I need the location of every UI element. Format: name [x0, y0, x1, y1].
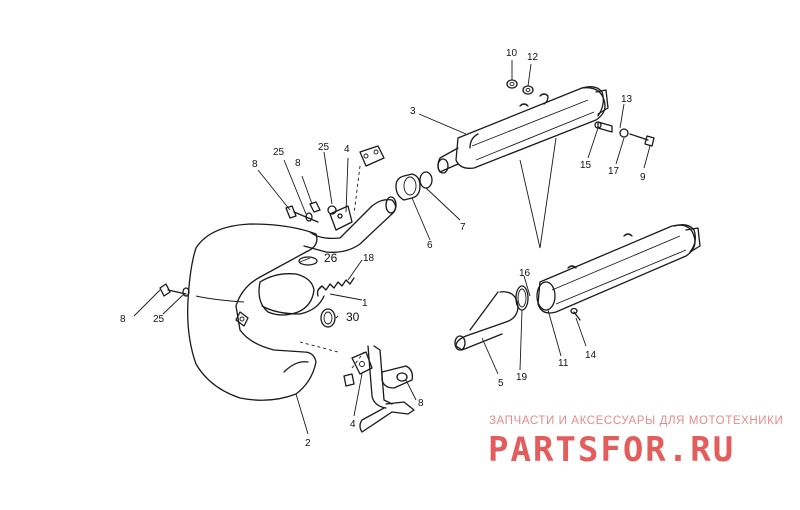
callout-12: 12: [527, 52, 539, 63]
callout-8-upper-middle: 8: [295, 158, 301, 169]
callout-14: 14: [585, 350, 597, 361]
upper-silencer: [437, 86, 609, 174]
callout-30: 30: [346, 310, 360, 324]
callout-18: 18: [363, 253, 375, 264]
callout-13: 13: [621, 94, 633, 105]
leader-lines: [133, 60, 651, 435]
callout-6: 6: [427, 240, 433, 251]
seal-gasket: [395, 171, 433, 201]
callout-numbers: 10 12 13 3 15 17 9 25 8 25 4 8 7 6 26 18…: [120, 48, 646, 449]
callout-25-left: 25: [153, 314, 165, 325]
callout-25-upper-right: 25: [318, 142, 330, 153]
upper-hardware: [506, 79, 655, 147]
callout-9: 9: [640, 172, 646, 183]
springs-gaskets: [298, 256, 355, 328]
callout-10: 10: [506, 48, 518, 59]
callout-16: 16: [519, 268, 531, 279]
lower-bracket: [343, 345, 415, 433]
headpipe-bolts: [285, 201, 337, 223]
callout-8-lower: 8: [418, 398, 424, 409]
lower-silencer: [454, 224, 701, 351]
callout-8-left: 8: [120, 314, 126, 325]
callout-17: 17: [608, 166, 620, 177]
callout-25-upper-left: 25: [273, 147, 285, 158]
chamber-left-bolt: [159, 283, 190, 297]
callout-4-upper: 4: [344, 144, 350, 155]
callout-2: 2: [305, 438, 311, 449]
callout-5: 5: [498, 378, 504, 389]
callout-4-lower: 4: [350, 419, 356, 430]
callout-7: 7: [460, 222, 466, 233]
watermark-logo: PARTSFOR.RU: [488, 430, 736, 470]
callout-3: 3: [410, 106, 416, 117]
callout-15: 15: [580, 160, 592, 171]
callout-19: 19: [516, 372, 528, 383]
callout-8-upper-left: 8: [252, 159, 258, 170]
expansion-chamber: [187, 223, 339, 401]
callout-26: 26: [324, 251, 338, 265]
headpipe: [303, 145, 397, 253]
callout-11: 11: [558, 358, 569, 369]
watermark-subtitle: ЗАПЧАСТИ И АКСЕССУАРЫ ДЛЯ МОТОТЕХНИКИ: [489, 415, 784, 427]
callout-1: 1: [362, 298, 368, 309]
variant-connector: [519, 137, 557, 249]
